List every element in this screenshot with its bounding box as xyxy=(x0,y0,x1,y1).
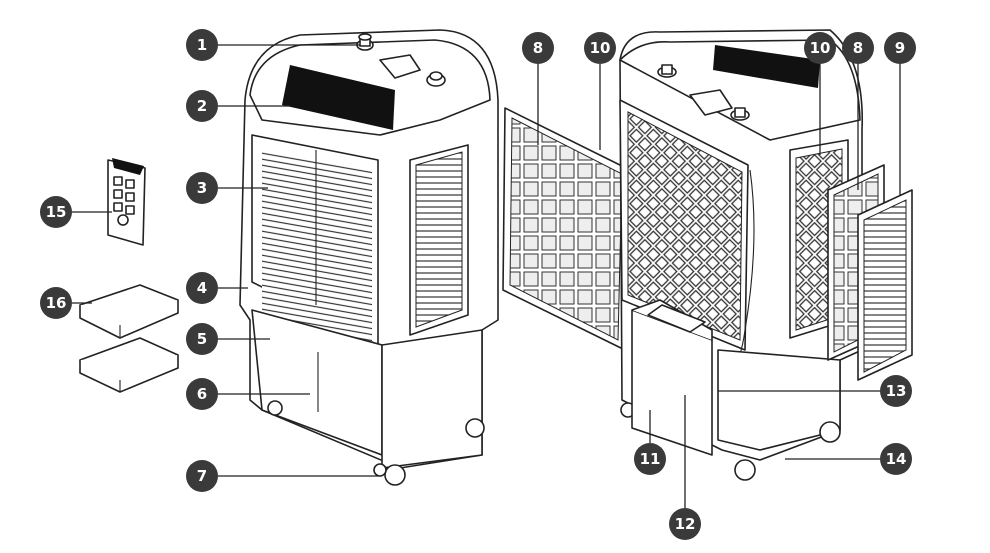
callout-6: 6 xyxy=(186,378,218,410)
air-filter-left xyxy=(502,107,631,351)
ice-pack-2 xyxy=(79,337,179,393)
callout-13: 13 xyxy=(880,375,912,407)
callout-9: 9 xyxy=(884,32,916,64)
callout-1-label: 1 xyxy=(197,36,207,54)
callout-16: 16 xyxy=(40,287,72,319)
callout-1: 1 xyxy=(186,29,218,61)
cooling-pad-rear xyxy=(627,111,743,341)
callout-4: 4 xyxy=(186,272,218,304)
callout-2-label: 2 xyxy=(197,97,207,115)
callout-15-label: 15 xyxy=(46,203,67,221)
callout-10-left: 10 xyxy=(584,32,616,64)
callout-4-label: 4 xyxy=(197,279,207,297)
callout-6-label: 6 xyxy=(197,385,207,403)
callout-13-label: 13 xyxy=(886,382,907,400)
leader-lines xyxy=(72,44,901,508)
callout-7: 7 xyxy=(186,460,218,492)
side-grille xyxy=(415,151,463,328)
callout-12: 12 xyxy=(669,508,701,540)
callout-5: 5 xyxy=(186,323,218,355)
callout-11-label: 11 xyxy=(640,450,661,468)
callout-9-label: 9 xyxy=(895,39,905,57)
remote-control xyxy=(107,158,146,246)
callout-5-label: 5 xyxy=(197,330,207,348)
callout-3: 3 xyxy=(186,172,218,204)
callout-14: 14 xyxy=(880,443,912,475)
callout-10-left-label: 10 xyxy=(590,39,611,57)
callout-16-label: 16 xyxy=(46,294,67,312)
control-display-panel xyxy=(282,65,395,130)
callout-3-label: 3 xyxy=(197,179,207,197)
callout-7-label: 7 xyxy=(197,467,207,485)
callout-8-right: 8 xyxy=(842,32,874,64)
callout-15: 15 xyxy=(40,196,72,228)
callout-10-right: 10 xyxy=(804,32,836,64)
callout-8-left: 8 xyxy=(522,32,554,64)
front-louvers xyxy=(262,150,372,350)
callout-8-left-label: 8 xyxy=(533,39,543,57)
water-tank xyxy=(631,299,713,456)
front-cooler xyxy=(239,29,499,486)
control-knob-top xyxy=(356,33,374,51)
callout-11: 11 xyxy=(634,443,666,475)
callout-12-label: 12 xyxy=(675,515,696,533)
callout-8-right-label: 8 xyxy=(853,39,863,57)
ice-pack-1 xyxy=(79,284,179,339)
side-grille-cover xyxy=(857,189,913,381)
callout-2: 2 xyxy=(186,90,218,122)
callout-14-label: 14 xyxy=(886,450,907,468)
control-knob-right xyxy=(426,71,446,87)
callout-10-right-label: 10 xyxy=(810,39,831,57)
